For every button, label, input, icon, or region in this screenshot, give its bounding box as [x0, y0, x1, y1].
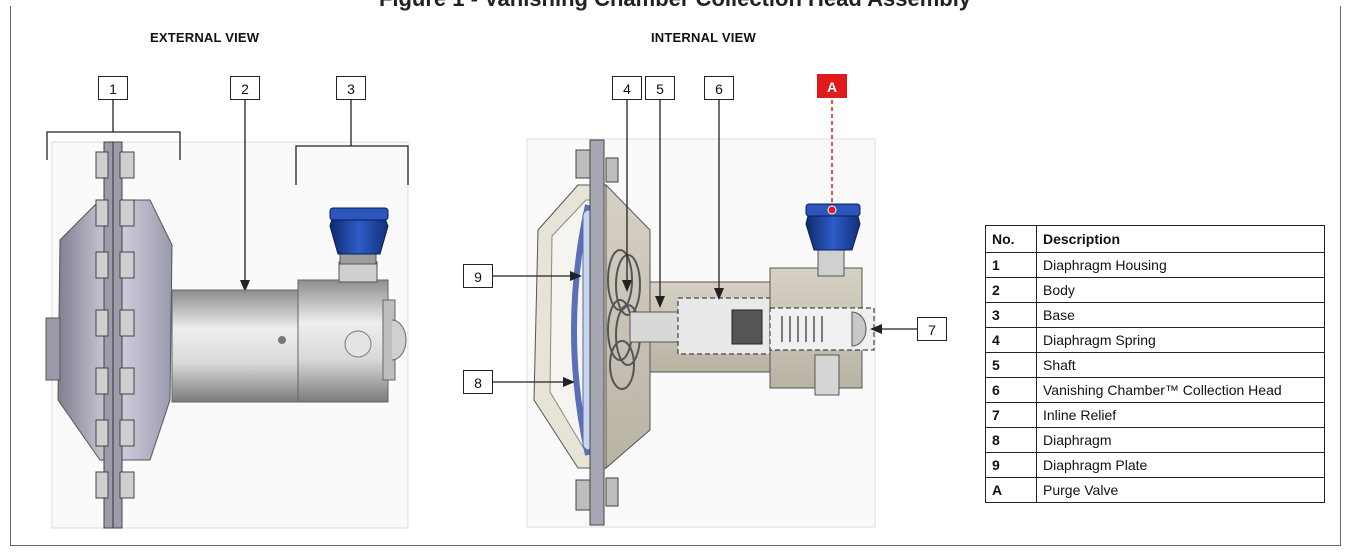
callout-5: 5 [645, 76, 675, 100]
callout-1: 1 [98, 76, 128, 100]
legend-row-description: Body [1036, 277, 1325, 303]
legend-row-number: 9 [985, 452, 1037, 478]
legend-header-description: Description [1036, 225, 1325, 253]
legend-row-number: 8 [985, 427, 1037, 453]
legend-row-description: Inline Relief [1036, 402, 1325, 428]
legend-row-description: Shaft [1036, 352, 1325, 378]
internal-view-title: INTERNAL VIEW [651, 30, 756, 45]
legend-row-number: 3 [985, 302, 1037, 328]
legend-row-number: 5 [985, 352, 1037, 378]
callout-a-purge-valve: A [817, 74, 847, 98]
legend-row-number: 4 [985, 327, 1037, 353]
legend-header-no: No. [985, 225, 1037, 253]
figure-frame [10, 6, 1341, 546]
internal-view-drawing [493, 100, 917, 528]
legend-header-row: No. Description [985, 225, 1325, 253]
legend-row-number: 6 [985, 377, 1037, 403]
external-view-drawing [45, 100, 409, 529]
callout-4: 4 [612, 76, 642, 100]
legend-row-description: Diaphragm Plate [1036, 452, 1325, 478]
legend-row-description: Diaphragm [1036, 427, 1325, 453]
legend-row-number: A [985, 477, 1037, 503]
legend-row-description: Diaphragm Spring [1036, 327, 1325, 353]
callout-3: 3 [336, 76, 366, 100]
callout-8: 8 [463, 370, 493, 394]
legend-row-number: 7 [985, 402, 1037, 428]
callout-7: 7 [917, 317, 947, 341]
legend-row-number: 2 [985, 277, 1037, 303]
external-view-title: EXTERNAL VIEW [150, 30, 260, 45]
callout-9: 9 [463, 264, 493, 288]
legend-row-number: 1 [985, 252, 1037, 278]
legend-row-description: Vanishing Chamber™ Collection Head [1036, 377, 1325, 403]
figure-title: Figure 1 - Vanishing Chamber Collection … [0, 0, 1350, 12]
legend-row-description: Base [1036, 302, 1325, 328]
legend-row-description: Purge Valve [1036, 477, 1325, 503]
callout-2: 2 [230, 76, 260, 100]
legend-row-description: Diaphragm Housing [1036, 252, 1325, 278]
callout-6: 6 [704, 76, 734, 100]
